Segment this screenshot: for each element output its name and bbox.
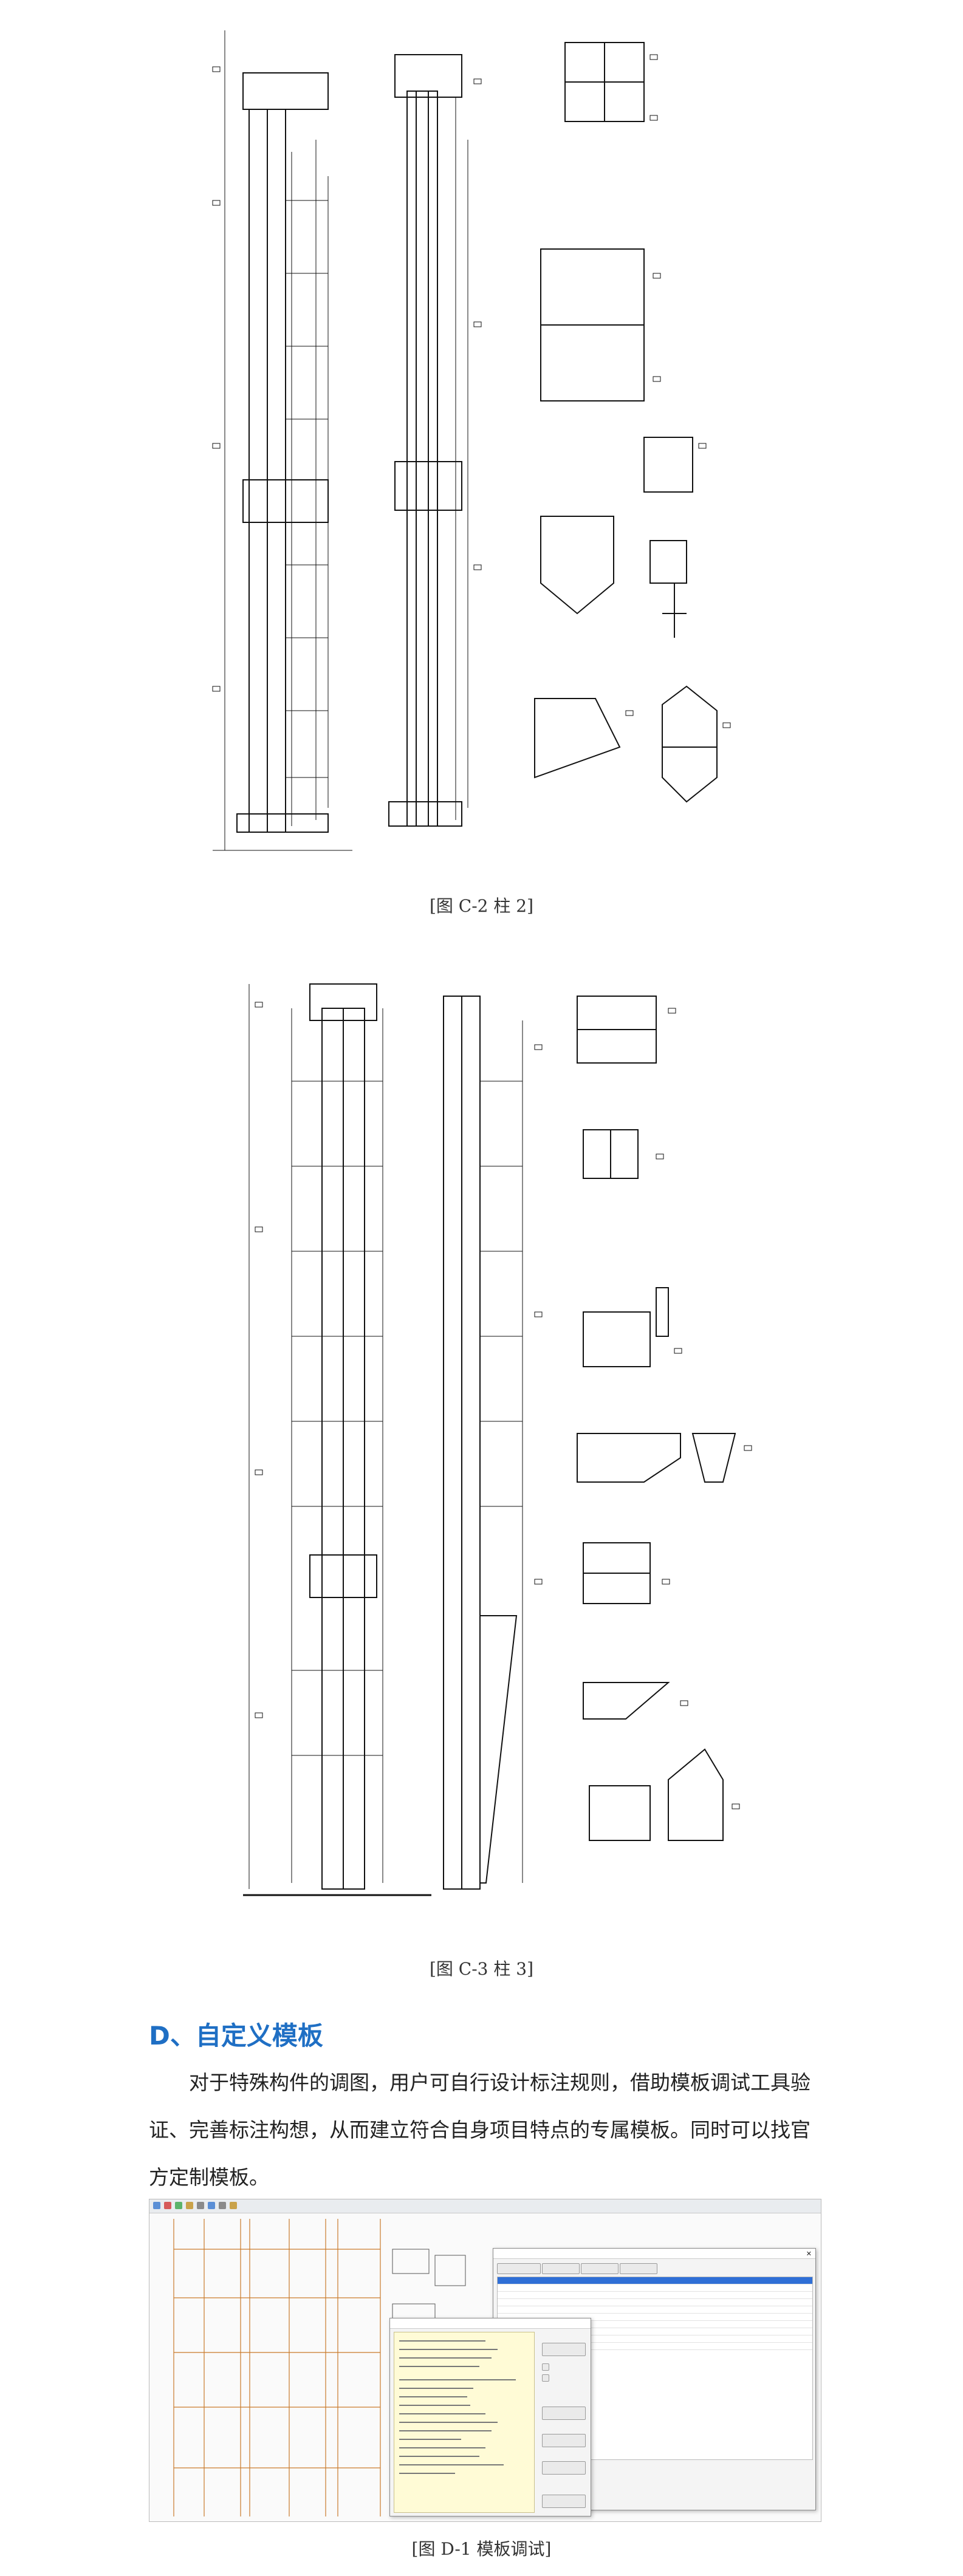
toolbar-icon — [230, 2202, 237, 2209]
table-row[interactable] — [498, 2299, 812, 2306]
figure-caption: [图 C-3 柱 3] — [429, 1959, 534, 1979]
table-row[interactable] — [498, 2284, 812, 2292]
toolbar-icon — [175, 2202, 182, 2209]
table-row[interactable] — [498, 2314, 812, 2321]
toolbar-icon — [197, 2202, 204, 2209]
table-row[interactable] — [498, 2306, 812, 2314]
dialog-button[interactable] — [542, 2343, 586, 2356]
tab-button[interactable] — [542, 2263, 580, 2274]
tab-button[interactable] — [581, 2263, 619, 2274]
app-toolbar — [149, 2199, 821, 2213]
toolbar-icon — [186, 2202, 193, 2209]
table-row[interactable] — [498, 2328, 812, 2335]
toolbar-icon — [219, 2202, 226, 2209]
cad-drawing-column-3 — [231, 972, 778, 1919]
figure-c3: [图 C-3 柱 3] — [0, 948, 963, 1980]
dialog-checkbox[interactable] — [542, 2363, 549, 2371]
dialog-title-bar — [390, 2318, 591, 2329]
tab-button[interactable] — [497, 2263, 541, 2274]
dialog-button[interactable] — [542, 2407, 586, 2420]
figure-caption: [图 D-1 模板调试] — [411, 2539, 552, 2559]
dialog-button[interactable] — [542, 2434, 586, 2447]
dialog-checkbox[interactable] — [542, 2374, 549, 2382]
window-title-bar: ✕ — [493, 2249, 815, 2259]
table-row[interactable] — [498, 2277, 812, 2284]
toolbar-icon — [164, 2202, 171, 2209]
script-editor[interactable] — [394, 2332, 535, 2513]
toolbar-icon — [208, 2202, 215, 2209]
template-debug-screenshot: ✕ — [149, 2199, 821, 2522]
table-row[interactable] — [498, 2321, 812, 2328]
toolbar-icon — [153, 2202, 160, 2209]
tab-button[interactable] — [620, 2263, 657, 2274]
dialog-button[interactable] — [542, 2461, 586, 2475]
section-paragraph: 对于特殊构件的调图，用户可自行设计标注规则，借助模板调试工具验证、完善标注构想，… — [149, 2071, 810, 2189]
window-close-icon[interactable]: ✕ — [806, 2250, 812, 2258]
figure-c2: [图 C-2 柱 2] — [0, 0, 963, 935]
figure-caption: [图 C-2 柱 2] — [429, 896, 534, 916]
section-heading: D、自定义模板 — [149, 2021, 323, 2051]
template-debug-dialog — [389, 2318, 591, 2516]
cad-drawing-column-2 — [200, 18, 796, 869]
table-row[interactable] — [498, 2292, 812, 2299]
dialog-button[interactable] — [542, 2495, 586, 2508]
table-row[interactable] — [498, 2343, 812, 2350]
table-row[interactable] — [498, 2335, 812, 2343]
